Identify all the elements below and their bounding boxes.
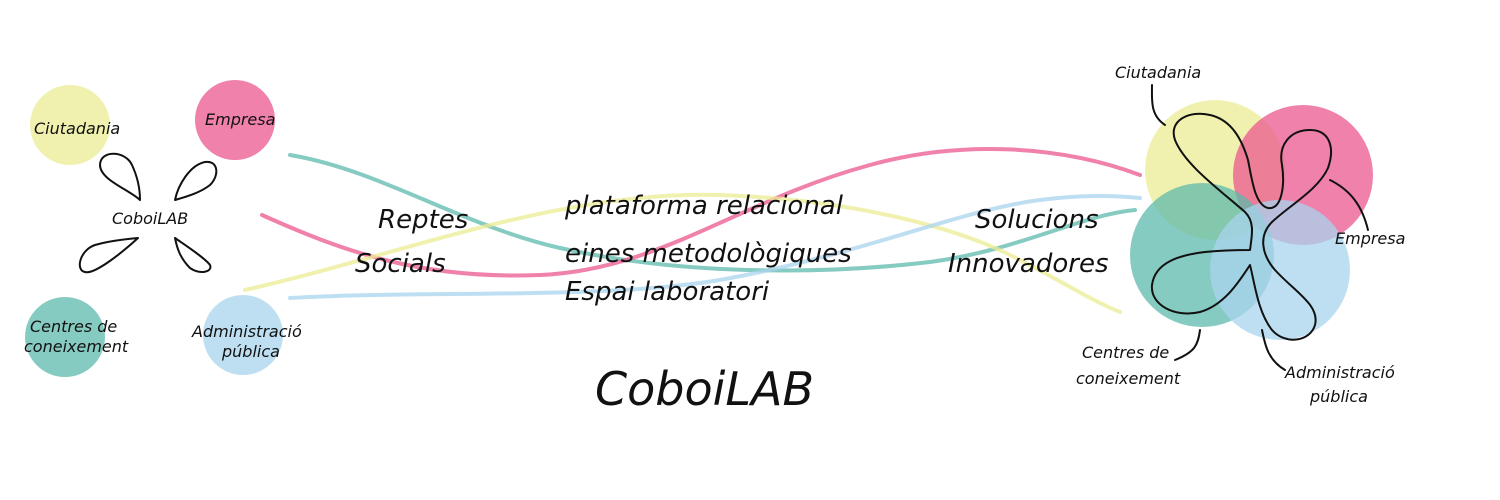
left-petal-top-right	[174, 160, 218, 201]
left-label-ciutadania: Ciutadania	[34, 119, 120, 138]
middle-text: Reptes Socials plataforma relacional ein…	[355, 191, 1109, 416]
right-label-centres-line2: coneixement	[1076, 369, 1181, 388]
left-circle-administracio	[203, 295, 283, 375]
leader-ciutadania	[1150, 84, 1166, 126]
flow-line-blue	[288, 193, 1142, 300]
socials-label: Socials	[355, 249, 446, 279]
right-label-admin-line2: pública	[1309, 387, 1368, 406]
left-label-admin-line2: pública	[221, 342, 280, 361]
left-cluster: CoboiLAB Ciutadania Empresa Centres de c…	[24, 80, 302, 377]
right-label-centres-line1: Centres de	[1082, 343, 1169, 362]
flow-line-pink	[260, 147, 1142, 278]
reptes-label: Reptes	[378, 205, 468, 235]
right-circle-administracio	[1210, 200, 1350, 340]
flow-line-teal	[288, 153, 1137, 273]
right-cluster: Ciutadania Empresa Centres de coneixemen…	[1076, 63, 1405, 406]
left-label-centres-line2: coneixement	[24, 337, 129, 356]
left-circle-empresa	[195, 80, 275, 160]
leader-empresa	[1329, 179, 1369, 231]
left-petal-bottom-left	[78, 237, 139, 274]
eines-label: eines metodològiques	[565, 239, 852, 269]
leader-centres	[1174, 329, 1201, 361]
flow-line-yellow	[243, 192, 1122, 314]
flow-lines	[243, 147, 1142, 314]
plataforma-label: plataforma relacional	[564, 191, 844, 221]
left-center-label: CoboiLAB	[112, 209, 188, 228]
left-petal-top-left	[99, 152, 141, 201]
leader-administracio	[1261, 329, 1286, 371]
right-label-ciutadania: Ciutadania	[1115, 63, 1201, 82]
left-label-centres-line1: Centres de	[30, 317, 117, 336]
solucions-label: Solucions	[975, 205, 1099, 235]
left-petal-bottom-right	[174, 237, 212, 273]
left-label-admin-line1: Administració	[191, 322, 302, 341]
left-label-empresa: Empresa	[205, 110, 275, 129]
left-circle-centres	[25, 297, 105, 377]
innovadores-label: Innovadores	[948, 249, 1109, 279]
left-circle-ciutadania	[30, 85, 110, 165]
bottom-title: CoboiLAB	[595, 362, 814, 416]
right-label-admin-line1: Administració	[1284, 363, 1395, 382]
right-flower-line	[1150, 112, 1332, 341]
right-label-empresa: Empresa	[1335, 229, 1405, 248]
espai-label: Espai laboratori	[565, 277, 770, 307]
